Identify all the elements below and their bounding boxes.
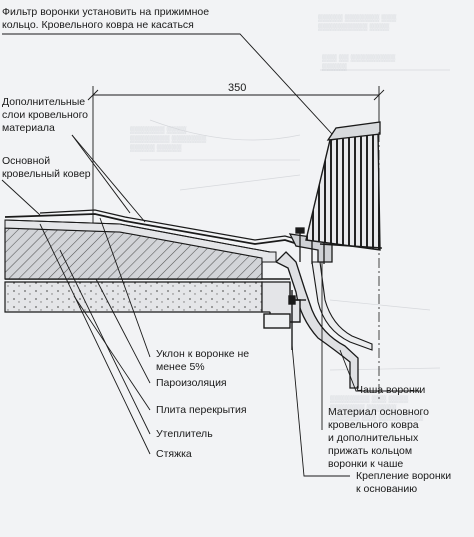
dimension-350 — [87, 86, 385, 232]
label-screed: Стяжка — [156, 448, 192, 460]
bleed-lines — [140, 69, 450, 371]
label-insulation: Утеплитель — [156, 428, 213, 440]
roofing-carpet — [4, 209, 307, 253]
drain-filter — [305, 131, 381, 251]
drain-pipe-wall — [311, 261, 373, 351]
label-fastening: Крепление воронки к основанию — [356, 470, 452, 495]
insulation — [4, 227, 263, 280]
ghost-text: ▒▒▒▒▒▒▒ ▒▒▒▒ ▒▒▒▒▒▒▒▒ ▒▒▒▒▒▒▒ ▒▒▒▒▒ ▒▒▒▒… — [130, 127, 207, 152]
ghost-text: ▒▒▒ ▒▒ ▒▒▒▒▒▒▒▒▒ ▒▒▒▒▒ — [322, 55, 396, 71]
label-extra-layers: Дополнительные слои кровельного материал… — [2, 96, 89, 134]
dimension-label: 350 — [228, 82, 247, 94]
label-bowl: Чаша воронки — [356, 384, 426, 396]
label-filter: Фильтр воронки установить на прижимное к… — [2, 6, 210, 31]
ghost-text: ▒▒▒▒▒ ▒▒▒▒▒▒▒ ▒▒▒ ▒▒▒▒▒▒▒▒▒▒ ▒▒▒▒ — [318, 15, 397, 31]
label-vapor-barrier: Пароизоляция — [156, 377, 227, 389]
filter-rim — [319, 243, 383, 249]
label-main-carpet: Основной кровельный ковер — [2, 155, 91, 180]
label-slab: Плита перекрытия — [156, 404, 247, 416]
label-slope: Уклон к воронке не менее 5% — [156, 348, 250, 373]
filter-cap — [326, 121, 381, 141]
label-material: Материал основного кровельного ковра и д… — [328, 406, 429, 470]
leader-lines — [1, 33, 420, 477]
fastening-bracket — [263, 282, 306, 350]
slab — [4, 281, 263, 313]
ghost-text: ▒▒▒▒▒▒▒▒ ▒▒▒ ▒▒▒▒ ▒▒▒▒▒▒▒ ▒▒▒▒▒▒ ▒▒▒▒▒▒ … — [330, 396, 424, 421]
